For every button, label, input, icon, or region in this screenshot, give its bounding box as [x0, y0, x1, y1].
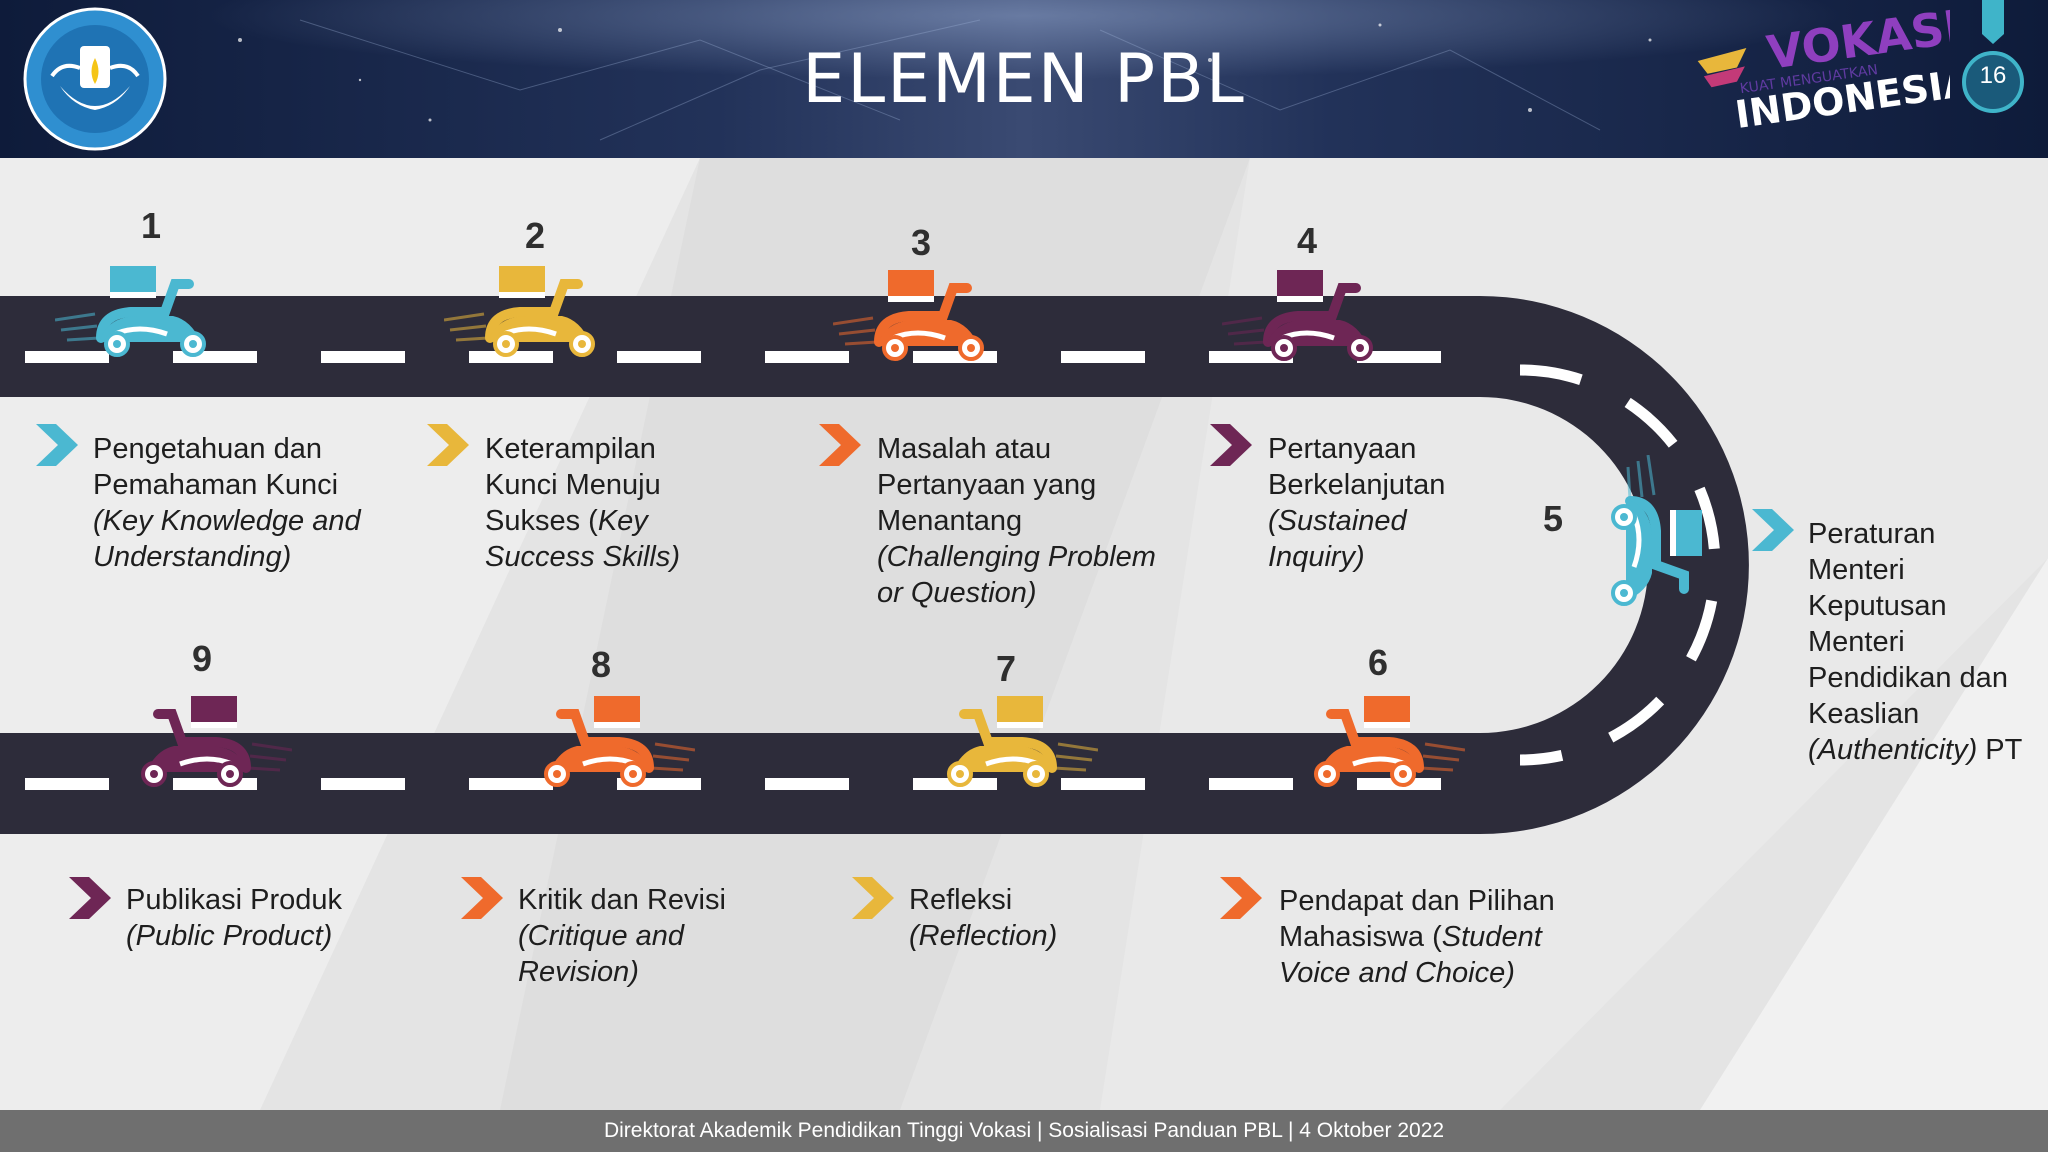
element-label-2: Keterampilan Kunci Menuju Sukses (Key Su…	[485, 431, 680, 575]
page-number-badge	[1962, 0, 2024, 113]
chevron-icon-5	[1752, 509, 1794, 551]
label-line: PT	[1977, 734, 2023, 766]
page-number: 16	[1979, 62, 2007, 89]
scooter-icon-1	[54, 258, 225, 358]
label-line: Pemahaman Kunci	[93, 469, 339, 501]
label-line: or Question)	[877, 577, 1037, 609]
label-line: Kunci Menuju	[485, 469, 661, 501]
label-line: Student	[1441, 921, 1542, 953]
element-label-6: Pendapat dan Pilihan Mahasiswa (Student …	[1279, 883, 1555, 991]
scooter-icon-2	[443, 258, 614, 358]
label-line: Sukses (	[485, 505, 598, 537]
label-line: Pendapat dan Pilihan	[1279, 885, 1555, 917]
element-label-5: Peraturan Menteri Keputusan Menteri Pend…	[1808, 516, 2022, 768]
label-line: Publikasi Produk	[126, 884, 342, 916]
chevron-icon-6	[1220, 877, 1262, 919]
label-line: Pendidikan dan	[1808, 662, 2008, 694]
label-line: Key	[597, 505, 648, 537]
scooter-icon-6	[1295, 688, 1466, 788]
element-number-2: 2	[524, 215, 546, 256]
label-line: Menteri	[1808, 554, 1905, 586]
element-number-4: 4	[1296, 220, 1318, 261]
label-line: Pertanyaan	[1268, 433, 1417, 465]
label-line: Menantang	[877, 505, 1023, 537]
label-line: (Key Knowledge and	[93, 505, 361, 537]
label-line: Menteri	[1808, 626, 1905, 658]
element-label-7: Refleksi (Reflection)	[909, 882, 1057, 954]
vokasi-logo: VOKASI KUAT MENGUATKAN INDONESIA	[1697, 4, 1950, 134]
label-line: Mahasiswa (	[1279, 921, 1442, 953]
scooter-icon-5	[1610, 454, 1710, 625]
label-line: Keaslian	[1808, 698, 1920, 730]
label-line: (Challenging Problem	[877, 541, 1156, 573]
scooter-icon-3	[832, 262, 1003, 362]
chevron-icon-3	[819, 424, 861, 466]
label-line: Voice and Choice)	[1279, 957, 1515, 989]
element-label-3: Masalah atau Pertanyaan yang Menantang (…	[877, 431, 1156, 611]
header-bar: ELEMEN PBL VOKASI KUAT MENGUATKAN INDONE…	[0, 0, 2048, 158]
road-path	[0, 296, 1749, 834]
element-number-6: 6	[1367, 642, 1389, 683]
label-line: Kritik dan Revisi	[518, 884, 726, 916]
element-number-1: 1	[140, 205, 162, 246]
label-line: Understanding)	[93, 541, 292, 573]
scooter-icon-9	[122, 688, 293, 788]
chevron-icon-2	[427, 424, 469, 466]
chevron-icon-7	[852, 877, 894, 919]
label-line: Success Skills)	[485, 541, 680, 573]
footer-bar: Direktorat Akademik Pendidikan Tinggi Vo…	[0, 1110, 2048, 1152]
element-number-8: 8	[590, 644, 612, 685]
label-line: Pertanyaan yang	[877, 469, 1097, 501]
element-number-5: 5	[1542, 498, 1564, 539]
chevron-icon-9	[69, 877, 111, 919]
element-label-1: Pengetahuan dan Pemahaman Kunci (Key Kno…	[93, 431, 361, 575]
scooter-icon-4	[1221, 262, 1392, 362]
element-number-3: 3	[910, 222, 932, 263]
chevron-icon-4	[1210, 424, 1252, 466]
label-line: Peraturan	[1808, 518, 1936, 550]
label-line: Inquiry)	[1268, 541, 1365, 573]
label-line: Pengetahuan dan	[93, 433, 322, 465]
chevron-icon-1	[36, 424, 78, 466]
label-line: (Public Product)	[126, 920, 333, 952]
element-label-8: Kritik dan Revisi (Critique and Revision…	[518, 882, 726, 990]
page-title: ELEMEN PBL	[802, 40, 1246, 119]
element-label-4: Pertanyaan Berkelanjutan (Sustained Inqu…	[1268, 431, 1445, 575]
label-line: Berkelanjutan	[1268, 469, 1446, 501]
scooter-icon-8	[525, 688, 696, 788]
chevron-icon-8	[461, 877, 503, 919]
label-line: Refleksi	[909, 884, 1013, 916]
tut-wuri-handayani-logo	[23, 7, 167, 151]
label-line: Masalah atau	[877, 433, 1052, 465]
label-line: Keterampilan	[485, 433, 656, 465]
element-number-7: 7	[995, 648, 1017, 689]
element-number-9: 9	[191, 638, 213, 679]
label-line: (Sustained	[1268, 505, 1407, 537]
scooter-icon-7	[928, 688, 1099, 788]
label-line: Revision)	[518, 956, 639, 988]
label-line: Keputusan	[1808, 590, 1947, 622]
label-line: (Reflection)	[909, 920, 1058, 952]
label-line: (Critique and	[518, 920, 685, 952]
element-label-9: Publikasi Produk (Public Product)	[126, 882, 342, 954]
label-line: (Authenticity)	[1808, 734, 1978, 766]
curve-lane-marking	[1519, 364, 1721, 766]
